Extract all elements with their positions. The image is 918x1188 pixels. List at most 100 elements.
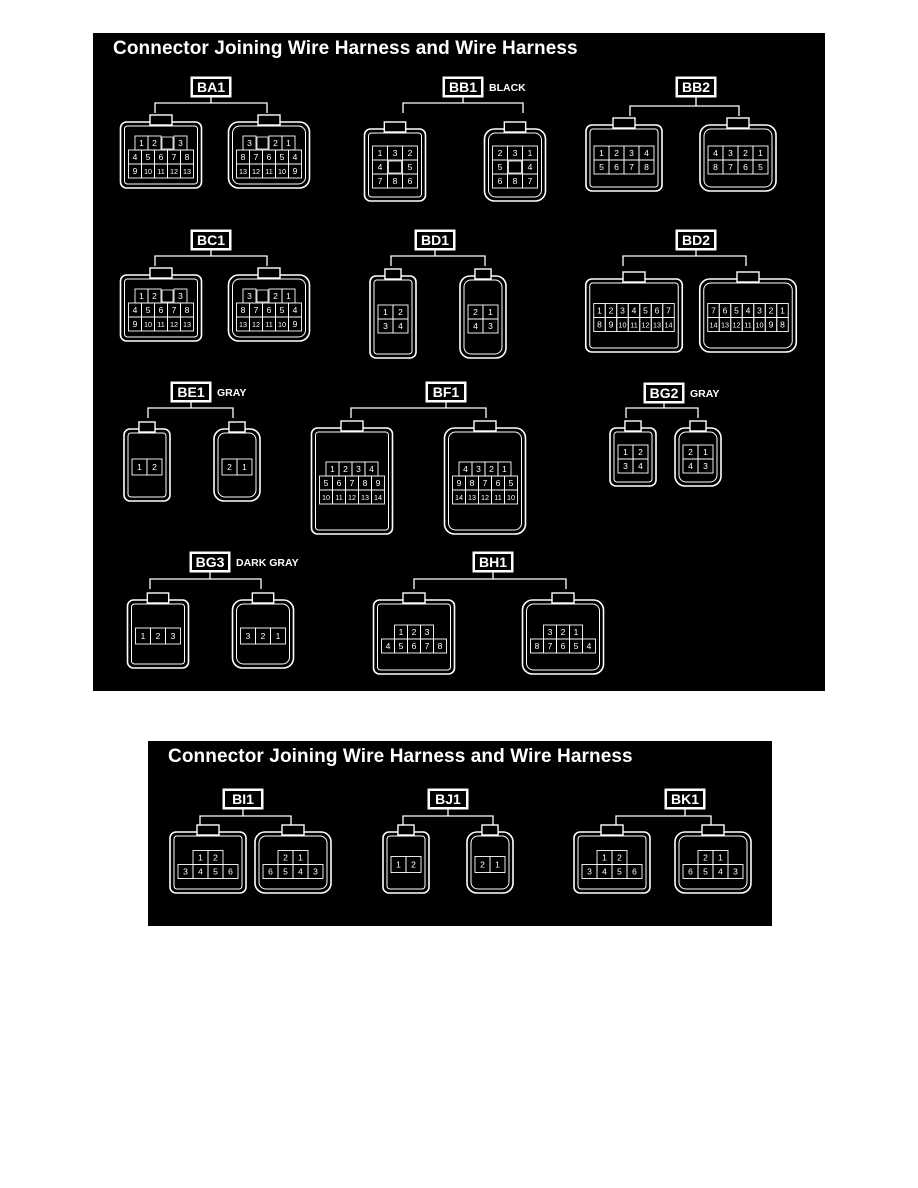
pin-cell — [522, 173, 538, 189]
pin-number: 6 — [561, 641, 566, 651]
pin-number: 3 — [513, 148, 518, 158]
pin-number: 2 — [152, 291, 157, 301]
pin-number: 4 — [746, 306, 751, 316]
connector-inner-wall — [703, 128, 773, 188]
connector-color: BLACK — [489, 82, 526, 94]
connector-inner-wall — [232, 125, 306, 185]
pin-number: 4 — [602, 867, 607, 877]
pin-number: 7 — [378, 176, 383, 186]
pin-number: 2 — [411, 860, 416, 870]
connector-color: GRAY — [690, 388, 719, 400]
connector-inner-wall — [373, 279, 413, 355]
pin-number: 5 — [617, 867, 622, 877]
pin-cell — [727, 864, 744, 879]
pin-number: 1 — [574, 627, 579, 637]
pin-cell — [371, 489, 385, 505]
connector-color: GRAY — [217, 387, 246, 399]
pairing-bracket — [350, 407, 487, 418]
pin-number: 2 — [561, 627, 566, 637]
pin-number: 7 — [548, 641, 553, 651]
pin-number: 8 — [393, 176, 398, 186]
pin-number: 3 — [757, 306, 762, 316]
pin-number: 2 — [283, 853, 288, 863]
pin-number: 7 — [254, 152, 259, 162]
pin-cell — [405, 856, 422, 873]
pin-number: 10 — [144, 320, 152, 329]
pin-number: 1 — [139, 138, 144, 148]
pin-number: 2 — [398, 307, 403, 317]
connector-latch — [701, 824, 725, 836]
pin-number: 8 — [241, 305, 246, 315]
pin-number: 11 — [630, 321, 637, 330]
pin-number: 3 — [313, 867, 318, 877]
connector-code-box-inner — [193, 79, 229, 95]
pin-number: 3 — [356, 464, 361, 474]
pin-number: 6 — [267, 305, 272, 315]
pin-number: 12 — [642, 321, 650, 330]
connector-inner-wall — [613, 431, 653, 483]
pin-number: 3 — [728, 148, 733, 158]
connector-latch — [228, 421, 246, 433]
connector-latch — [281, 824, 305, 836]
pairing-bracket — [402, 102, 524, 113]
pin-number: 3 — [383, 321, 388, 331]
pin-number: 4 — [632, 306, 637, 316]
pin-number: 1 — [718, 853, 723, 863]
pin-cell — [307, 864, 324, 879]
connector-inner-wall — [377, 603, 451, 671]
connector-latch — [726, 117, 750, 129]
pin-number: 1 — [276, 631, 281, 641]
connector-inner-wall — [678, 835, 748, 890]
connector-code: BA1 — [197, 79, 225, 95]
pin-number: 2 — [688, 447, 693, 457]
connector-code-box-inner — [428, 384, 464, 400]
pin-number: 3 — [247, 138, 252, 148]
pin-number: 3 — [171, 631, 176, 641]
connector-inner-wall — [448, 431, 522, 531]
pin-cell — [288, 316, 302, 332]
connector-panel-2: Connector Joining Wire Harness and Wire … — [148, 741, 772, 926]
pin-number: 9 — [769, 320, 774, 330]
empty-cavity — [161, 289, 174, 303]
connector-code: BI1 — [232, 791, 254, 807]
pin-number: 6 — [267, 152, 272, 162]
pin-number: 13 — [468, 493, 476, 502]
pairing-bracket — [390, 255, 486, 266]
pin-number: 4 — [293, 152, 298, 162]
pin-cell — [180, 316, 194, 332]
pin-number: 1 — [298, 853, 303, 863]
pin-number: 7 — [172, 152, 177, 162]
connector-inner-wall — [258, 835, 328, 890]
pin-number: 13 — [653, 321, 661, 330]
connector-inner-wall — [678, 431, 718, 483]
pin-number: 2 — [489, 464, 494, 474]
pin-number: 13 — [239, 320, 247, 329]
connector-inner-wall — [124, 278, 198, 338]
connector-latch — [473, 420, 497, 432]
pairing-bracket — [149, 578, 262, 589]
pin-number: 8 — [185, 152, 190, 162]
connector-code-box-inner — [475, 554, 511, 570]
pin-number: 6 — [655, 306, 660, 316]
connector-code-box-inner — [646, 385, 682, 401]
pin-number: 7 — [172, 305, 177, 315]
pin-number: 5 — [146, 152, 151, 162]
pin-number: 1 — [599, 148, 604, 158]
pin-number: 1 — [399, 627, 404, 637]
connector-code-box-inner — [192, 554, 228, 570]
pin-number: 10 — [278, 167, 286, 176]
pin-number: 3 — [393, 148, 398, 158]
pin-number: 9 — [133, 319, 138, 329]
pin-cell — [180, 163, 194, 179]
pin-number: 1 — [488, 307, 493, 317]
connector-code: BG3 — [196, 554, 225, 570]
